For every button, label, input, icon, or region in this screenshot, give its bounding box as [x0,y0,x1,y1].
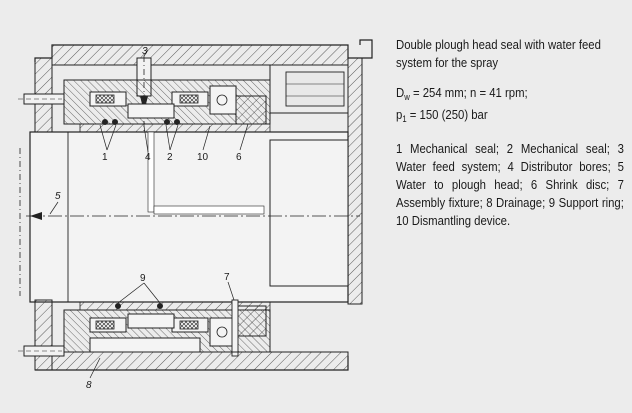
label-1: 1 [102,152,108,163]
leader-lines [49,49,249,379]
label-2: 2 [167,152,173,163]
callout-labels: 3 1 4 2 10 6 5 9 7 8 [55,46,242,391]
caption-parameters: Dw = 254 mm; n = 41 rpm; p1 = 150 (250) … [396,84,624,128]
shaft [19,131,360,303]
label-5: 5 [55,191,61,202]
left-inlet-top [18,93,65,105]
label-4: 4 [145,152,151,163]
label-6: 6 [236,152,242,163]
diameter-symbol: D [396,85,405,100]
seal-assembly-top [63,79,271,133]
caption-legend: 1 Mechanical seal; 2 Mechanical seal; 3 … [396,141,624,228]
pressure-value: = 150 (250) bar [406,107,488,122]
label-9: 9 [140,273,146,284]
housing-top [34,39,373,305]
label-8: 8 [86,380,92,391]
label-7: 7 [224,272,230,283]
pressure-subscript: 1 [402,114,407,124]
label-3: 3 [142,46,148,57]
diameter-value: = 254 mm; n = 41 rpm; [409,85,528,100]
label-10: 10 [197,152,209,163]
housing-bottom [18,299,349,371]
figure-caption: Double plough head seal with water feed … [396,36,624,242]
caption-title: Double plough head seal with water feed … [396,37,601,70]
pressure-symbol: p [396,107,403,122]
diameter-subscript: w [404,92,410,102]
